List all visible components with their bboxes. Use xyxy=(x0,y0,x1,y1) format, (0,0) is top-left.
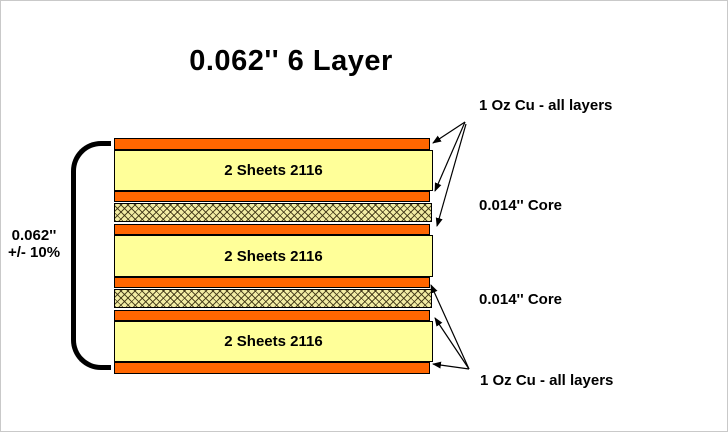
prepreg-layer-1: 2 Sheets 2116 xyxy=(114,150,433,191)
core-layer-1 xyxy=(114,203,432,222)
thickness-value: 0.062'' xyxy=(11,227,57,244)
dimension-bracket xyxy=(71,141,111,370)
copper-layer-4 xyxy=(114,277,430,288)
copper-layer-5 xyxy=(114,310,430,321)
prepreg-layer-2: 2 Sheets 2116 xyxy=(114,235,433,277)
arrow-copper-1 xyxy=(432,121,466,144)
prepreg-label-2: 2 Sheets 2116 xyxy=(224,247,323,265)
core-layer-2 xyxy=(114,289,432,308)
arrow-copper-3 xyxy=(435,123,467,227)
copper-layer-1 xyxy=(114,138,430,150)
arrow-copper-6 xyxy=(432,361,470,370)
page-title: 0.062'' 6 Layer xyxy=(189,45,393,77)
copper-layer-3 xyxy=(114,224,430,235)
callout-copper-bottom: 1 Oz Cu - all layers xyxy=(480,372,614,389)
copper-layer-2 xyxy=(114,191,430,202)
prepreg-layer-3: 2 Sheets 2116 xyxy=(114,321,433,362)
arrow-copper-4 xyxy=(430,284,470,370)
prepreg-label-3: 2 Sheets 2116 xyxy=(224,333,323,350)
copper-layer-6 xyxy=(114,362,430,374)
prepreg-label-1: 2 Sheets 2116 xyxy=(224,162,323,179)
arrow-copper-5 xyxy=(434,317,470,370)
callout-core-top: 0.014'' Core xyxy=(479,197,563,214)
thickness-tolerance: +/- 10% xyxy=(7,244,61,261)
thickness-dimension-label: 0.062'' +/- 10% xyxy=(1,227,67,261)
callout-copper-top: 1 Oz Cu - all layers xyxy=(479,97,613,114)
arrow-copper-2 xyxy=(434,121,466,192)
callout-core-bottom: 0.014'' Core xyxy=(479,291,563,308)
